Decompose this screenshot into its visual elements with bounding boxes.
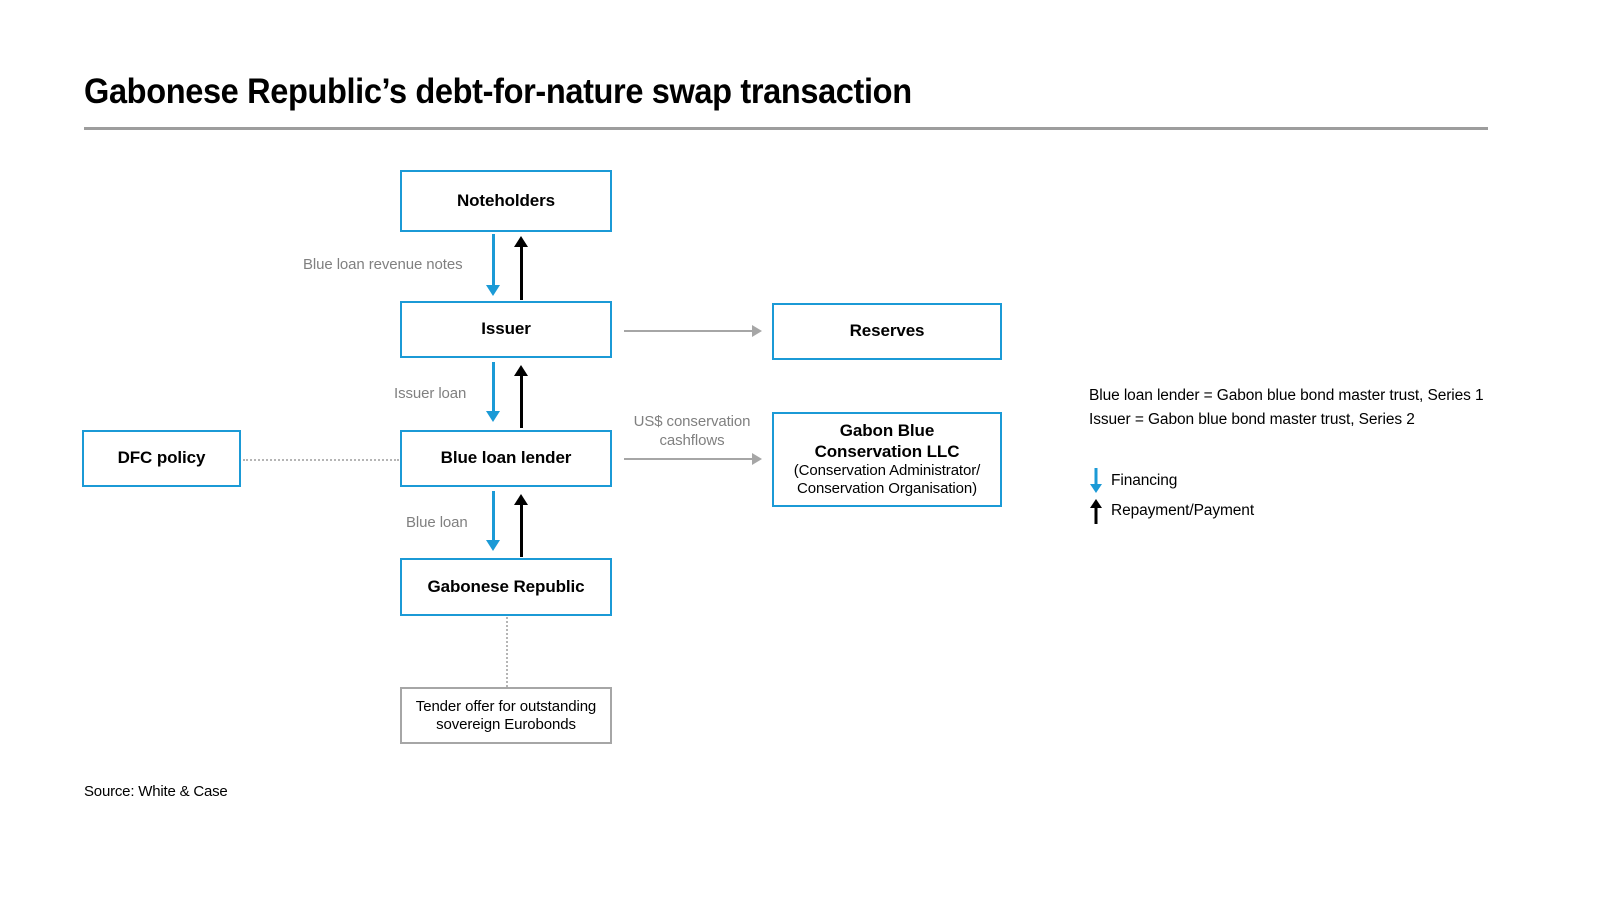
connector-dfc-to-lender: [243, 459, 399, 461]
node-tender-offer-line2: sovereign Eurobonds: [436, 715, 576, 733]
node-gabon-blue-sub-line1: (Conservation Administrator/: [793, 461, 981, 479]
legend-label-repayment-payment: Repayment/Payment: [1111, 502, 1255, 519]
node-blue-loan-lender[interactable]: Blue loan lender: [400, 430, 612, 487]
node-tender-offer-line1: Tender offer for outstanding: [415, 697, 597, 715]
note-issuer-definition: Issuer = Gabon blue bond master trust, S…: [1089, 411, 1415, 428]
edge-label-blue-loan: Blue loan: [406, 514, 468, 531]
arrow-issuer-to-lender-head: [486, 411, 500, 422]
arrow-issuer-to-noteholders-head: [514, 236, 528, 247]
arrow-issuer-to-noteholders-shaft: [520, 247, 523, 300]
connector-republic-to-tender-offer: [506, 617, 508, 687]
arrow-lender-to-gabonblue-head: [752, 453, 762, 465]
node-reserves[interactable]: Reserves: [772, 303, 1002, 360]
arrow-lender-to-republic-shaft: [492, 491, 495, 541]
node-gabonese-republic[interactable]: Gabonese Republic: [400, 558, 612, 616]
arrow-issuer-to-reserves-head: [752, 325, 762, 337]
arrow-lender-to-issuer-shaft: [520, 376, 523, 428]
title-divider: [84, 127, 1488, 130]
node-tender-offer[interactable]: Tender offer for outstanding sovereign E…: [400, 687, 612, 744]
legend-label-financing: Financing: [1111, 472, 1178, 489]
legend-item-repayment-payment: Repayment/Payment: [1087, 498, 1254, 524]
arrow-lender-to-gabonblue-shaft: [624, 458, 752, 460]
source-credit: Source: White & Case: [84, 783, 228, 800]
node-gabon-blue-title-line1: Gabon Blue: [839, 421, 935, 441]
node-noteholders[interactable]: Noteholders: [400, 170, 612, 232]
arrow-republic-to-lender-head: [514, 494, 528, 505]
node-gabon-blue-title-line2: Conservation LLC: [814, 441, 960, 461]
note-blue-loan-lender-definition: Blue loan lender = Gabon blue bond maste…: [1089, 387, 1484, 404]
node-gabon-blue-conservation-llc[interactable]: Gabon Blue Conservation LLC (Conservatio…: [772, 412, 1002, 507]
node-dfc-policy[interactable]: DFC policy: [82, 430, 241, 487]
page-title: Gabonese Republic’s debt-for-nature swap…: [84, 72, 912, 111]
node-gabonese-republic-label: Gabonese Republic: [427, 576, 585, 596]
edge-label-blue-loan-revenue-notes: Blue loan revenue notes: [303, 256, 463, 273]
arrow-lender-to-republic-head: [486, 540, 500, 551]
node-issuer[interactable]: Issuer: [400, 301, 612, 358]
arrow-issuer-to-reserves-shaft: [624, 330, 752, 332]
node-dfc-policy-label: DFC policy: [117, 448, 206, 468]
node-noteholders-label: Noteholders: [456, 190, 556, 210]
arrow-noteholders-to-issuer-head: [486, 285, 500, 296]
edge-label-us-conservation-cashflows-line1: US$ conservation: [633, 413, 751, 430]
arrow-lender-to-issuer-head: [514, 365, 528, 376]
edge-label-issuer-loan: Issuer loan: [394, 385, 467, 402]
arrow-issuer-to-lender-shaft: [492, 362, 495, 412]
node-blue-loan-lender-label: Blue loan lender: [440, 448, 572, 468]
node-gabon-blue-sub-line2: Conservation Organisation): [797, 479, 977, 497]
arrow-down-icon: [1087, 468, 1105, 494]
node-issuer-label: Issuer: [481, 319, 531, 339]
arrow-republic-to-lender-shaft: [520, 505, 523, 557]
arrow-up-icon: [1087, 498, 1105, 524]
legend-item-financing: Financing: [1087, 468, 1177, 494]
arrow-noteholders-to-issuer-shaft: [492, 234, 495, 286]
node-reserves-label: Reserves: [849, 321, 925, 341]
edge-label-us-conservation-cashflows-line2: cashflows: [659, 431, 725, 449]
edge-label-us-conservation-cashflows: US$ conservation cashflows: [632, 413, 752, 451]
